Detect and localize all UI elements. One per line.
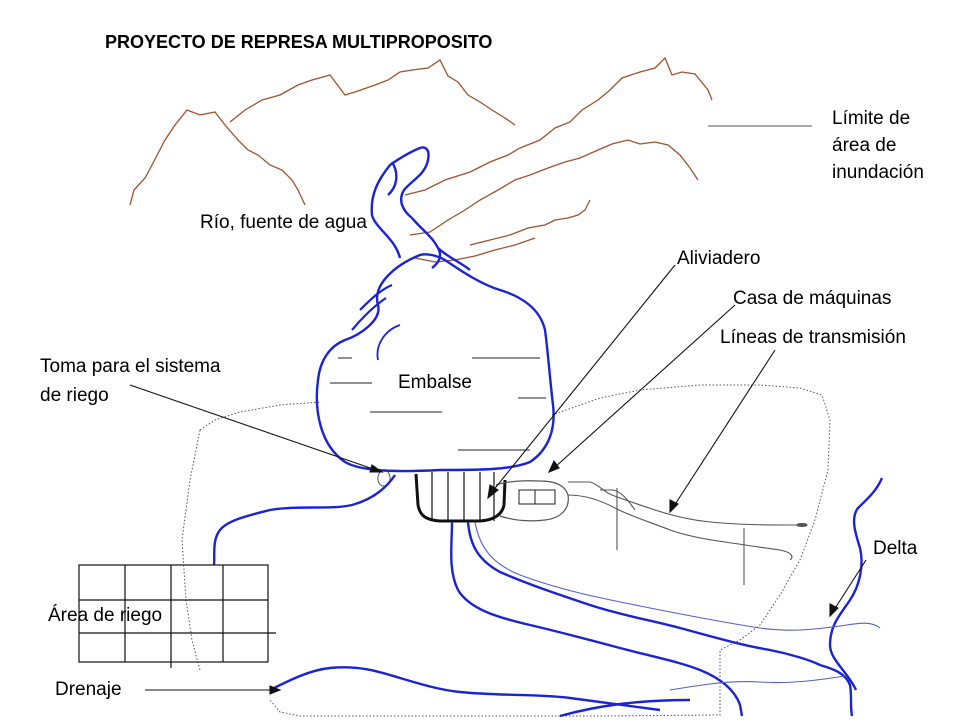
- dam-spillway-bars: [431, 472, 495, 521]
- thin-river: [669, 675, 846, 691]
- reservoir-outline: [315, 253, 555, 473]
- arrowhead-lineas: [669, 499, 679, 514]
- thin-river: [474, 521, 841, 631]
- reservoir-inner-bank: [376, 324, 401, 361]
- downstream-thin-rivers: [474, 521, 881, 691]
- mountain-ridge-third: [409, 139, 699, 246]
- dam-wall: [414, 473, 507, 523]
- river-inlet: [351, 283, 393, 331]
- label-transmission-lines: Líneas de transmisión: [720, 327, 906, 348]
- river-upstream-right: [387, 161, 471, 271]
- label-spillway: Aliviadero: [677, 248, 761, 269]
- river-downstream-second: [466, 521, 821, 667]
- flood-limit-boundary: [181, 384, 831, 717]
- transmission-line-upper: [568, 481, 801, 526]
- label-flood-limit-2: área de: [832, 135, 897, 156]
- label-river-source: Río, fuente de agua: [200, 212, 367, 233]
- arrow-casa: [553, 304, 736, 469]
- arrow-toma: [129, 384, 377, 471]
- river-drainage-lower: [559, 698, 691, 718]
- downstream-rivers: [212, 474, 884, 718]
- river-delta-branch: [819, 663, 854, 717]
- thin-river: [839, 622, 881, 629]
- irrigation-intake: [377, 471, 391, 487]
- label-flood-limit-3: inundación: [832, 162, 924, 183]
- label-irrigation-intake-2: de riego: [40, 385, 109, 406]
- arrowhead-drenaje: [269, 685, 282, 695]
- label-drainage: Drenaje: [55, 679, 122, 700]
- mountain-ridge-second: [404, 56, 713, 196]
- arrow-aliviadero: [491, 264, 676, 493]
- irrigation-grid-border: [78, 564, 269, 663]
- transmission-lines: [567, 481, 808, 585]
- river-delta-right: [828, 477, 884, 691]
- river-downstream-main: [450, 521, 744, 717]
- arrow-lineas: [673, 349, 776, 507]
- diagram-title: PROYECTO DE REPRESA MULTIPROPOSITO: [105, 32, 493, 52]
- label-reservoir: Embalse: [398, 372, 472, 393]
- river-left-branch: [212, 474, 396, 566]
- powerhouse-building: [518, 489, 556, 505]
- arrowhead-casa: [547, 459, 560, 474]
- mountain-ridge-fourth: [414, 237, 536, 263]
- transmission-line-lower: [567, 494, 793, 561]
- arrowhead-delta: [829, 603, 839, 618]
- arrow-delta: [833, 559, 867, 611]
- powerhouse-outline: [495, 480, 569, 522]
- transmission-line-branch: [600, 489, 636, 511]
- label-arrows: [129, 264, 867, 695]
- mountain-ridge-main: [129, 59, 516, 206]
- label-irrigation-intake-1: Toma para el sistema: [40, 356, 221, 377]
- river-upstream-left: [370, 146, 430, 259]
- river-drainage: [269, 666, 661, 712]
- label-delta: Delta: [873, 538, 918, 559]
- transmission-end: [796, 522, 808, 528]
- arrowhead-toma: [369, 464, 384, 473]
- irrigation-grid: [78, 564, 276, 668]
- label-powerhouse: Casa de máquinas: [733, 288, 892, 309]
- arrowhead-aliviadero: [487, 484, 499, 500]
- mountain-ridges: [129, 56, 713, 263]
- reservoir-surface-lines: [330, 357, 546, 451]
- label-flood-limit-1: Límite de: [832, 108, 911, 129]
- label-irrigation-area: Área de riego: [48, 605, 163, 626]
